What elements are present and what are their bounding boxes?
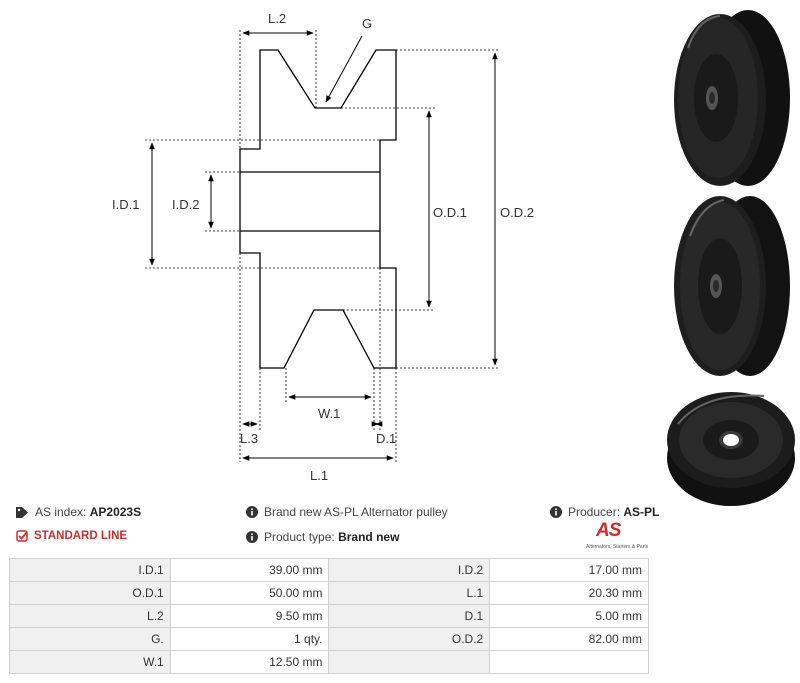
spec-key: L.2 (9, 604, 171, 628)
standard-line-label: STANDARD LINE (34, 530, 128, 542)
label-l3: L.3 (240, 431, 258, 446)
spec-value: 17.00 mm (489, 558, 649, 582)
product-description: Brand new AS-PL Alternator pulley (246, 505, 448, 519)
info-icon (246, 531, 258, 543)
spec-key: L.1 (328, 581, 491, 605)
pulley-dimension-diagram: L.2 G I.D.1 I.D.2 O.D.1 O.D.2 W.1 L.3 D.… (112, 11, 534, 483)
spec-value: 82.00 mm (489, 627, 649, 651)
checkbox-check-icon (16, 530, 28, 542)
label-w1: W.1 (318, 406, 340, 421)
standard-line: STANDARD LINE (16, 530, 127, 542)
spec-value: 9.50 mm (169, 604, 330, 628)
dimension-labels: L.2 G I.D.1 I.D.2 O.D.1 O.D.2 W.1 L.3 D.… (112, 11, 534, 483)
spec-value: 12.50 mm (169, 650, 330, 674)
tag-icon (16, 506, 28, 518)
spec-key: W.1 (9, 650, 171, 674)
spec-key: I.D.2 (328, 558, 491, 582)
pulley-outline (239, 49, 397, 369)
spec-value: 39.00 mm (169, 558, 330, 582)
product-type: Product type: Brand new (246, 530, 399, 544)
spec-key: D.1 (328, 604, 491, 628)
spec-value: 1 qty. (169, 627, 330, 651)
table-row: O.D.1 50.00 mm L.1 20.30 mm (9, 581, 649, 605)
label-l2: L.2 (268, 11, 286, 26)
as-index-value: AP2023S (89, 505, 142, 519)
label-id2: I.D.2 (172, 197, 199, 212)
spec-value (489, 650, 649, 674)
table-row: I.D.1 39.00 mm I.D.2 17.00 mm (9, 558, 649, 582)
label-id1: I.D.1 (112, 197, 139, 212)
label-l1: L.1 (310, 468, 328, 483)
as-index: AS index: AP2023S (16, 505, 141, 519)
table-row: G. 1 qty. O.D.2 82.00 mm (9, 627, 649, 651)
extension-lines (145, 30, 500, 462)
table-row: W.1 12.50 mm (9, 650, 649, 674)
spec-key: O.D.2 (328, 627, 491, 651)
info-icon (246, 506, 258, 518)
spec-key: I.D.1 (9, 558, 171, 582)
label-od2: O.D.2 (500, 205, 534, 220)
label-d1: D.1 (376, 431, 396, 446)
dimension-lines (149, 30, 498, 461)
producer-value: AS-PL (623, 505, 660, 519)
logo-tagline: Alternators, Starters & Parts (586, 544, 649, 550)
pulley-photo-top (667, 392, 795, 506)
info-icon (550, 506, 562, 518)
spec-table: I.D.1 39.00 mm I.D.2 17.00 mm O.D.1 50.0… (9, 558, 649, 674)
product-type-label: Product type: (264, 530, 335, 544)
spec-key: O.D.1 (9, 581, 171, 605)
pulley-photo-angled (674, 10, 790, 186)
spec-key: G. (9, 627, 171, 651)
producer: Producer: AS-PL (550, 505, 659, 519)
pulley-photo-front (674, 196, 790, 376)
as-pl-logo: AS Alternators, Starters & Parts (586, 520, 652, 554)
spec-value: 20.30 mm (489, 581, 649, 605)
label-g: G (362, 16, 372, 31)
spec-value: 5.00 mm (489, 604, 649, 628)
label-od1: O.D.1 (433, 205, 467, 220)
spec-key (328, 650, 491, 674)
producer-label: Producer: (568, 505, 621, 519)
spec-value: 50.00 mm (169, 581, 330, 605)
as-index-label: AS index: (35, 505, 87, 519)
product-type-value: Brand new (338, 530, 400, 544)
table-row: L.2 9.50 mm D.1 5.00 mm (9, 604, 649, 628)
description-text: Brand new AS-PL Alternator pulley (264, 505, 448, 519)
logo-mark: AS (596, 520, 621, 541)
